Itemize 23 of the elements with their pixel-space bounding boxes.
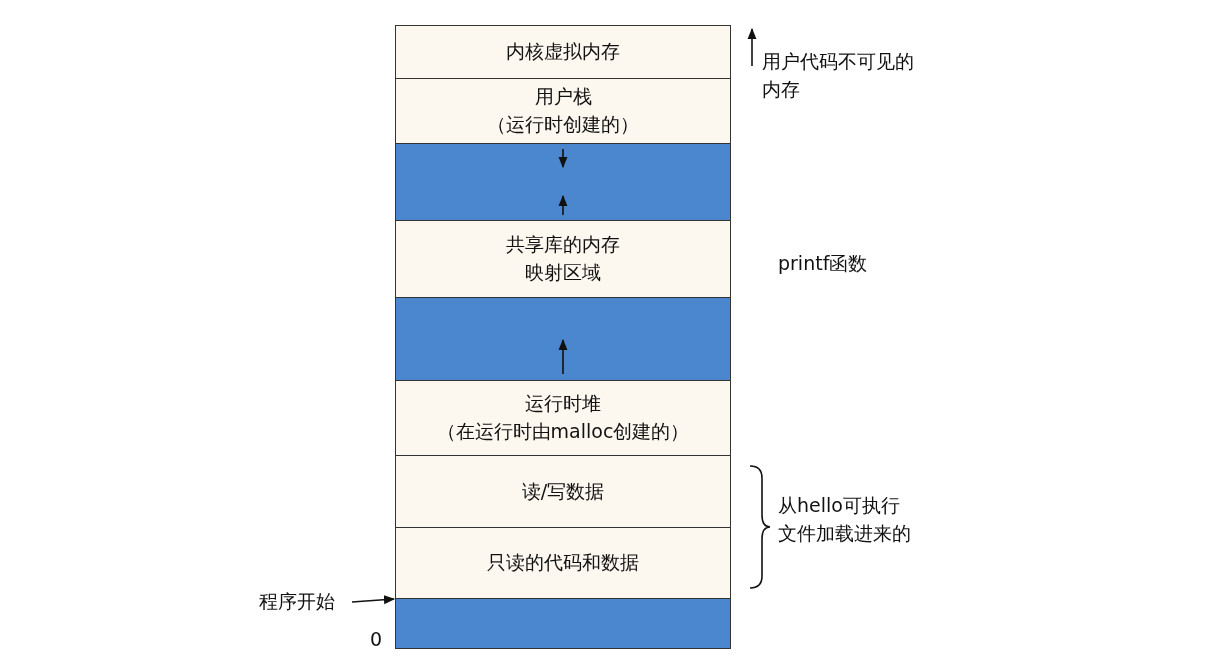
memory-segment	[395, 78, 731, 144]
memory-segment	[395, 527, 731, 599]
address-label: 0	[370, 627, 384, 652]
memory-segment	[395, 380, 731, 456]
memory-segment	[395, 455, 731, 528]
memory-segment-band	[395, 297, 731, 381]
memory-segment-band	[395, 598, 731, 649]
segment-label: 共享库的内存映射区域	[505, 232, 621, 285]
segment-label: 内核虚拟内存	[506, 39, 620, 65]
segment-label: 运行时堆	[525, 391, 601, 417]
annotation-text: 从hello可执行文件加载进来的	[778, 493, 912, 546]
segment-label: 读/写数据	[521, 478, 605, 504]
memory-segment-band	[395, 143, 731, 221]
arrow	[351, 595, 396, 605]
memory-segment	[395, 220, 731, 298]
annotation-text: 用户代码不可见的内存	[762, 49, 915, 102]
annotation-text: printf函数	[778, 251, 869, 276]
segment-label: （在运行时由malloc创建的）	[436, 419, 690, 444]
segment-label: 用户栈	[534, 84, 592, 110]
annotation-text: 程序开始	[245, 588, 349, 616]
segment-label: （运行时创建的）	[487, 112, 639, 137]
segment-label: 只读的代码和数据	[487, 550, 639, 576]
memory-segment	[395, 25, 731, 79]
